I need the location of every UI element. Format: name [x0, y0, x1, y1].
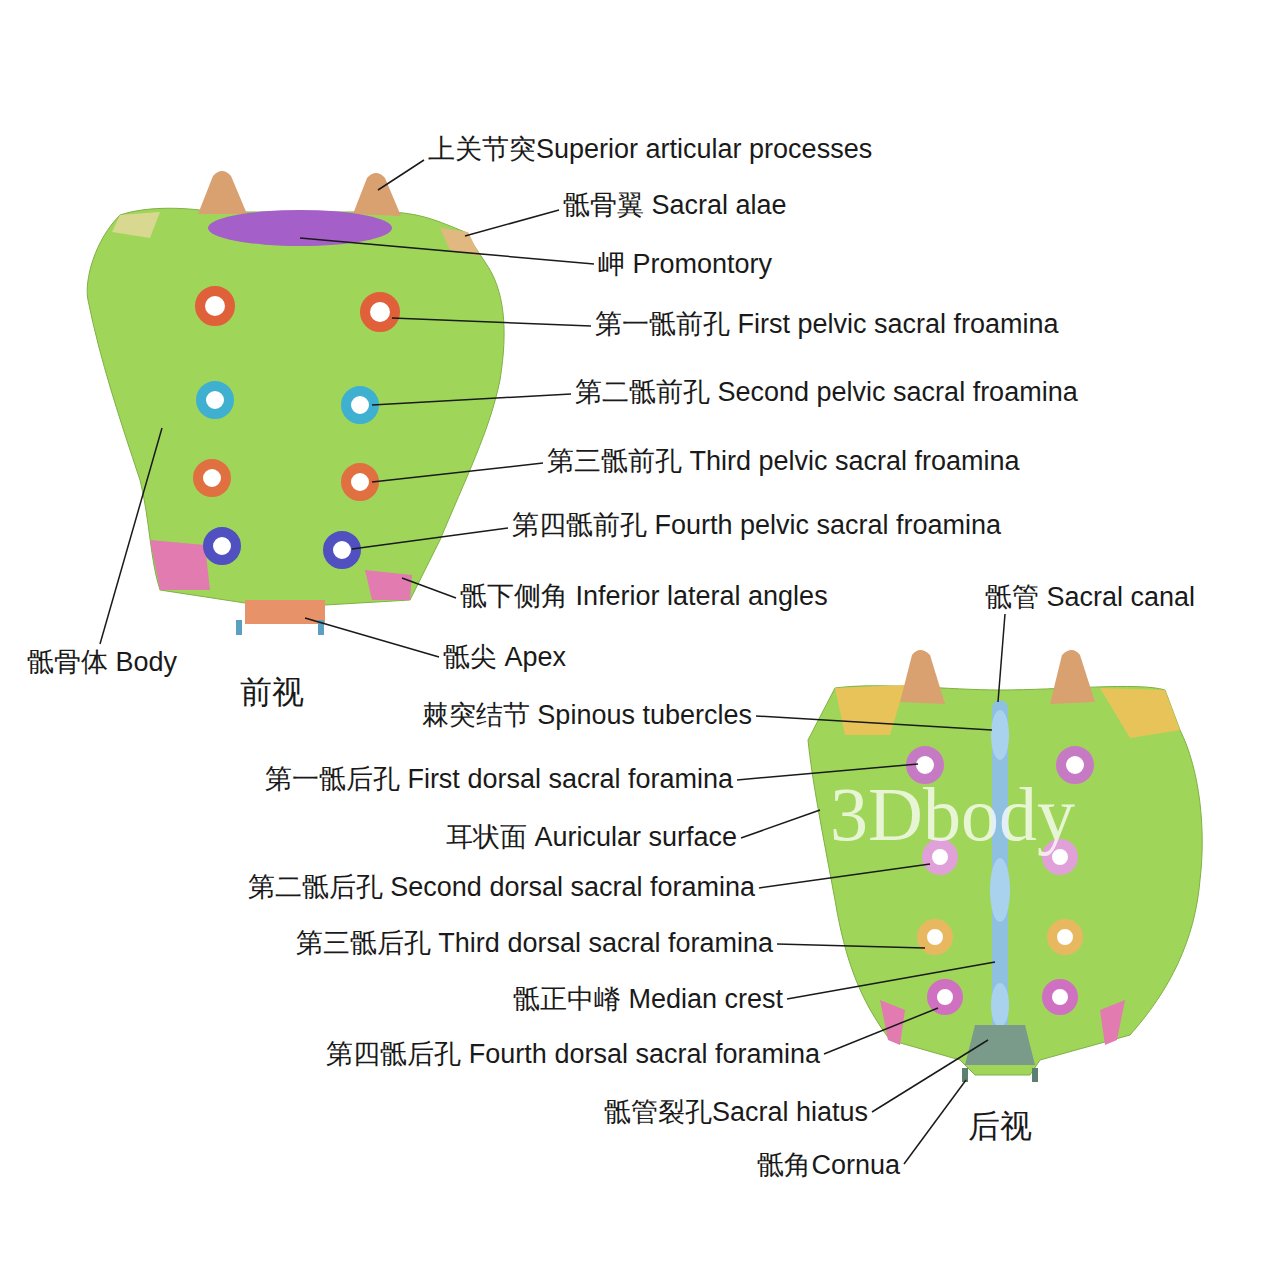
part-label: 第四骶后孔 Fourth dorsal sacral foramina — [326, 1039, 820, 1070]
foramen — [328, 536, 356, 564]
leader-line — [741, 810, 820, 838]
leader-line — [378, 160, 424, 190]
back-sacrum — [808, 650, 1202, 1082]
foramen — [346, 391, 374, 419]
part-label: 骶骨体 Body — [27, 647, 177, 678]
leader-line — [787, 962, 995, 999]
part-label: 骶尖 Apex — [443, 642, 566, 673]
part-label: 上关节突Superior articular processes — [428, 134, 872, 165]
part-label: 骶下侧角 Inferior lateral angles — [460, 581, 828, 612]
lateral-angle — [365, 570, 412, 600]
part-label: 第三骶前孔 Third pelvic sacral froamina — [547, 446, 1020, 477]
cornu — [1032, 1068, 1038, 1082]
leader-line — [372, 394, 571, 405]
sacral-ala — [1100, 688, 1180, 738]
sacral-ala — [835, 685, 905, 735]
leader-line — [402, 578, 456, 598]
leader-line — [759, 864, 930, 888]
leader-line — [998, 614, 1005, 702]
sacral-hiatus — [965, 1025, 1035, 1065]
foramen — [198, 464, 226, 492]
part-label: 第一骶后孔 First dorsal sacral foramina — [265, 764, 733, 795]
leader-line — [352, 528, 508, 549]
leader-line — [465, 210, 559, 236]
part-label: 棘突结节 Spinous tubercles — [422, 700, 752, 731]
leader-line — [904, 1080, 966, 1164]
part-label: 第三骶后孔 Third dorsal sacral foramina — [296, 928, 773, 959]
leader-line — [824, 1008, 938, 1054]
foramen — [200, 291, 230, 321]
view-title: 前视 — [240, 674, 304, 711]
leader-line — [305, 618, 439, 657]
spinous-tubercle — [990, 858, 1010, 922]
lateral-angle — [1100, 1000, 1125, 1045]
leader-line — [392, 318, 591, 326]
foramen — [922, 924, 948, 950]
leader-line — [372, 463, 543, 482]
leader-line — [300, 238, 594, 264]
foramen — [346, 468, 374, 496]
cornu — [962, 1068, 968, 1082]
sacrum-body — [87, 208, 504, 605]
articular-process — [900, 650, 945, 704]
leader-line — [872, 1040, 988, 1112]
foramen — [365, 297, 395, 327]
lateral-angle — [150, 540, 210, 590]
spinous-tubercle — [991, 983, 1009, 1027]
part-label: 第二骶前孔 Second pelvic sacral froamina — [575, 377, 1078, 408]
articular-process — [198, 171, 247, 214]
foramen — [201, 386, 229, 414]
foramen — [932, 984, 958, 1010]
apex-tip — [236, 620, 242, 635]
part-label: 骶管 Sacral canal — [985, 582, 1195, 613]
leader-line — [756, 716, 992, 730]
foramen — [1047, 984, 1073, 1010]
sacrum-body — [808, 686, 1202, 1075]
part-label: 骶管裂孔Sacral hiatus — [604, 1097, 868, 1128]
watermark: 3Dbody — [830, 771, 1075, 858]
part-label: 第四骶前孔 Fourth pelvic sacral froamina — [512, 510, 1001, 541]
part-label: 骶角Cornua — [757, 1150, 900, 1181]
leader-line — [777, 944, 925, 948]
promontory — [208, 210, 392, 246]
pelvic-foramina — [198, 291, 395, 564]
part-label: 耳状面 Auricular surface — [446, 822, 737, 853]
articular-process — [1050, 650, 1095, 704]
front-sacrum — [87, 171, 504, 635]
sacral-ala — [112, 212, 160, 238]
part-label: 第一骶前孔 First pelvic sacral froamina — [595, 309, 1059, 340]
view-title: 后视 — [968, 1108, 1032, 1145]
foramen — [208, 532, 236, 560]
part-label: 第二骶后孔 Second dorsal sacral foramina — [248, 872, 755, 903]
leader-line — [100, 428, 162, 644]
foramen — [1052, 924, 1078, 950]
part-label: 骶骨翼 Sacral alae — [563, 190, 787, 221]
spinous-tubercle — [991, 710, 1009, 760]
part-label: 岬 Promontory — [598, 249, 772, 280]
part-label: 骶正中嵴 Median crest — [513, 984, 783, 1015]
